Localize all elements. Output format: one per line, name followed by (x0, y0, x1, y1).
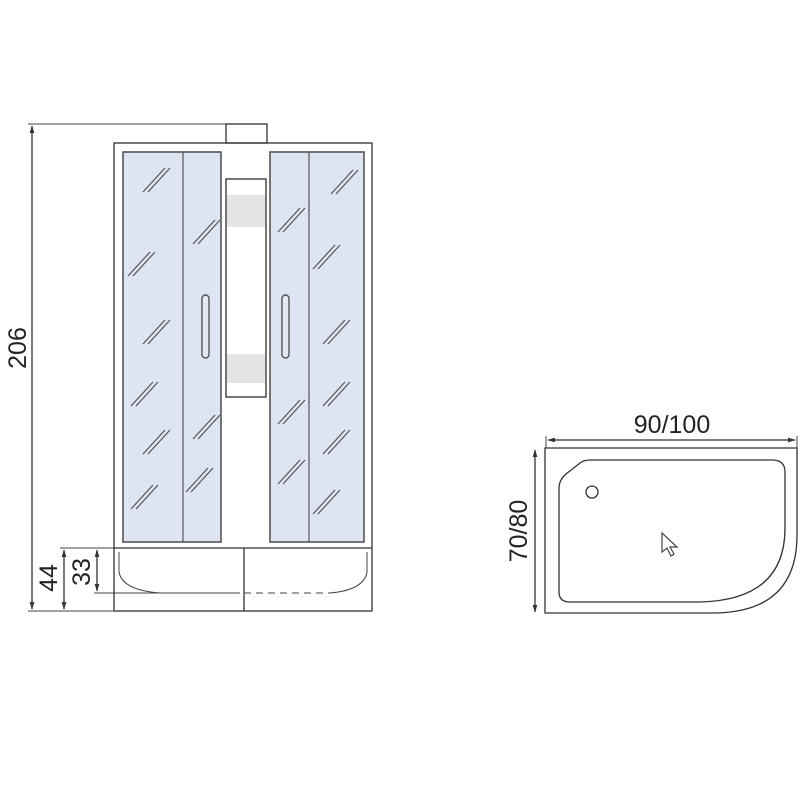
reflection-stroke (197, 219, 221, 245)
cabin-frame (113, 142, 373, 612)
reflection-stroke (147, 319, 171, 345)
reflection-stroke (282, 459, 306, 485)
reflection-stroke (327, 429, 351, 455)
cursor-icon (661, 531, 679, 557)
tray-left-curve (118, 552, 161, 594)
reflection-stroke (322, 319, 346, 345)
reflection-stroke (127, 251, 151, 277)
reflection-stroke (147, 429, 171, 455)
reflection-stroke (322, 381, 346, 407)
top-housing (225, 123, 268, 144)
reflection-stroke (327, 381, 351, 407)
reflection-stroke (135, 484, 159, 510)
reflection-stroke (142, 429, 166, 455)
reflection-stroke (130, 381, 154, 407)
reflection-stroke (330, 169, 354, 195)
reflection-stroke (282, 399, 306, 425)
front-view: 206 44 33 (4, 123, 373, 612)
reflection-stroke (317, 489, 341, 515)
glass-reflection-marks (127, 167, 359, 515)
reflection-stroke (335, 169, 359, 195)
tray-outline (544, 447, 798, 614)
reflection-stroke (327, 319, 351, 345)
reflection-stroke (277, 459, 301, 485)
reflection-stroke (312, 489, 336, 515)
reflection-stroke (317, 244, 341, 270)
reflection-stroke (142, 167, 166, 193)
reflection-stroke (192, 219, 216, 245)
top-view: 90/100 70/80 (505, 411, 798, 614)
tray-inner-height-label: 33 (68, 558, 96, 586)
reflection-stroke (142, 319, 166, 345)
reflection-stroke (192, 414, 216, 440)
reflection-stroke (197, 414, 221, 440)
reflection-stroke (322, 429, 346, 455)
reflection-stroke (282, 207, 306, 233)
center-band-top (227, 195, 265, 227)
depth-label: 70/80 (505, 500, 533, 563)
reflection-stroke (190, 467, 214, 493)
width-label: 90/100 (634, 411, 710, 439)
reflection-stroke (132, 251, 156, 277)
height-label: 206 (4, 327, 32, 369)
reflection-stroke (130, 484, 154, 510)
reflection-stroke (135, 381, 159, 407)
reflection-stroke (277, 207, 301, 233)
right-door-handle (281, 294, 290, 359)
left-door-handle (201, 294, 210, 359)
reflection-stroke (277, 399, 301, 425)
reflection-stroke (312, 244, 336, 270)
tray-right-curve (329, 552, 368, 594)
tray-basin-outline (558, 459, 786, 603)
tray-height-label: 44 (35, 564, 63, 592)
center-band-bottom (227, 354, 265, 383)
reflection-stroke (185, 467, 209, 493)
reflection-stroke (147, 167, 171, 193)
drain-hole (585, 485, 599, 499)
